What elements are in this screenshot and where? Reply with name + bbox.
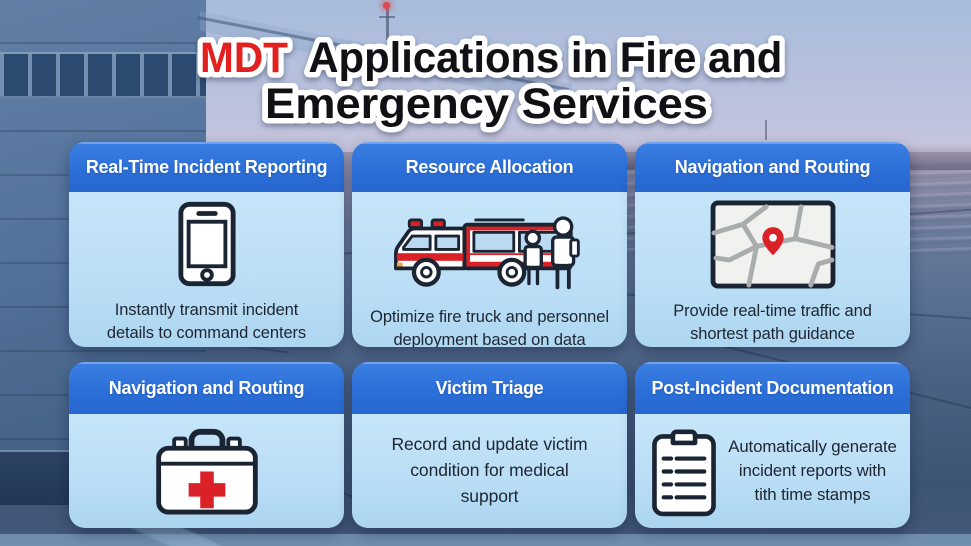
first-aid-kit-icon: [155, 428, 258, 515]
card-title: Navigation and Routing: [674, 156, 871, 177]
title-line1: Applications in Fire and: [308, 34, 782, 82]
card-header: Real-Time Incident Reporting: [69, 142, 344, 192]
card-body: Provide real-time traffic and shortest p…: [635, 192, 910, 347]
page-title: MDT Applications in Fire and Emergency S…: [195, 29, 788, 134]
card-body: Optimize fire truck and personnel deploy…: [352, 192, 627, 347]
card-title: Resource Allocation: [405, 156, 574, 177]
card-header: Navigation and Routing: [635, 142, 910, 192]
fire-truck-icon: [379, 200, 601, 295]
card-header: Navigation and Routing: [69, 362, 344, 414]
card-body: Instantly transmit incident details to c…: [69, 192, 344, 347]
card-title: Post-Incident Documentation: [651, 377, 894, 398]
smartphone-icon: [177, 200, 237, 288]
card-header: Resource Allocation: [352, 142, 627, 192]
clipboard-icon: [652, 429, 717, 516]
card-header: Victim Triage: [352, 362, 627, 414]
card-real-time-incident-reporting: Real-Time Incident Reporting Instantly t…: [69, 142, 344, 347]
card-description: Record and update victim condition for m…: [391, 433, 588, 507]
card-navigation-and-routing-2: Navigation and Routing: [69, 362, 344, 528]
card-description: Automatically generate incident reports …: [728, 437, 897, 504]
svg-text:MDT Applications in Fire: MDT Applications in Fire and: [200, 34, 782, 82]
card-description: Instantly transmit incident details to c…: [106, 301, 307, 343]
card-victim-triage: Victim Triage Record and update victim c…: [352, 362, 627, 528]
card-body: [69, 414, 344, 528]
title-highlight: MDT: [200, 34, 288, 82]
first-aid-kit-icon: [149, 422, 265, 519]
card-navigation-and-routing: Navigation and Routing: [635, 142, 910, 347]
map-pin-icon: [710, 200, 835, 289]
card-title: Victim Triage: [435, 377, 544, 398]
card-title: Navigation and Routing: [108, 377, 305, 398]
fire-truck-icon: [393, 216, 580, 290]
card-resource-allocation: Resource Allocation: [352, 142, 627, 347]
card-description: Optimize fire truck and personnel deploy…: [370, 308, 609, 347]
smartphone-icon: [177, 201, 236, 287]
card-header: Post-Incident Documentation: [635, 362, 910, 414]
clipboard-icon: [648, 425, 720, 518]
card-description: Provide real-time traffic and shortest p…: [673, 302, 872, 344]
card-body: Record and update victim condition for m…: [352, 414, 627, 528]
bottom-light-strip: [0, 534, 971, 546]
card-post-incident-documentation: Post-Incident Documentation: [635, 362, 910, 528]
card-body: Automatically generate incident reports …: [635, 414, 910, 528]
feature-card-grid: Real-Time Incident Reporting Instantly t…: [69, 142, 910, 528]
map-pin-icon: [710, 200, 836, 289]
card-title: Real-Time Incident Reporting: [85, 156, 328, 177]
title-line2: Emergency Services: [265, 80, 708, 128]
